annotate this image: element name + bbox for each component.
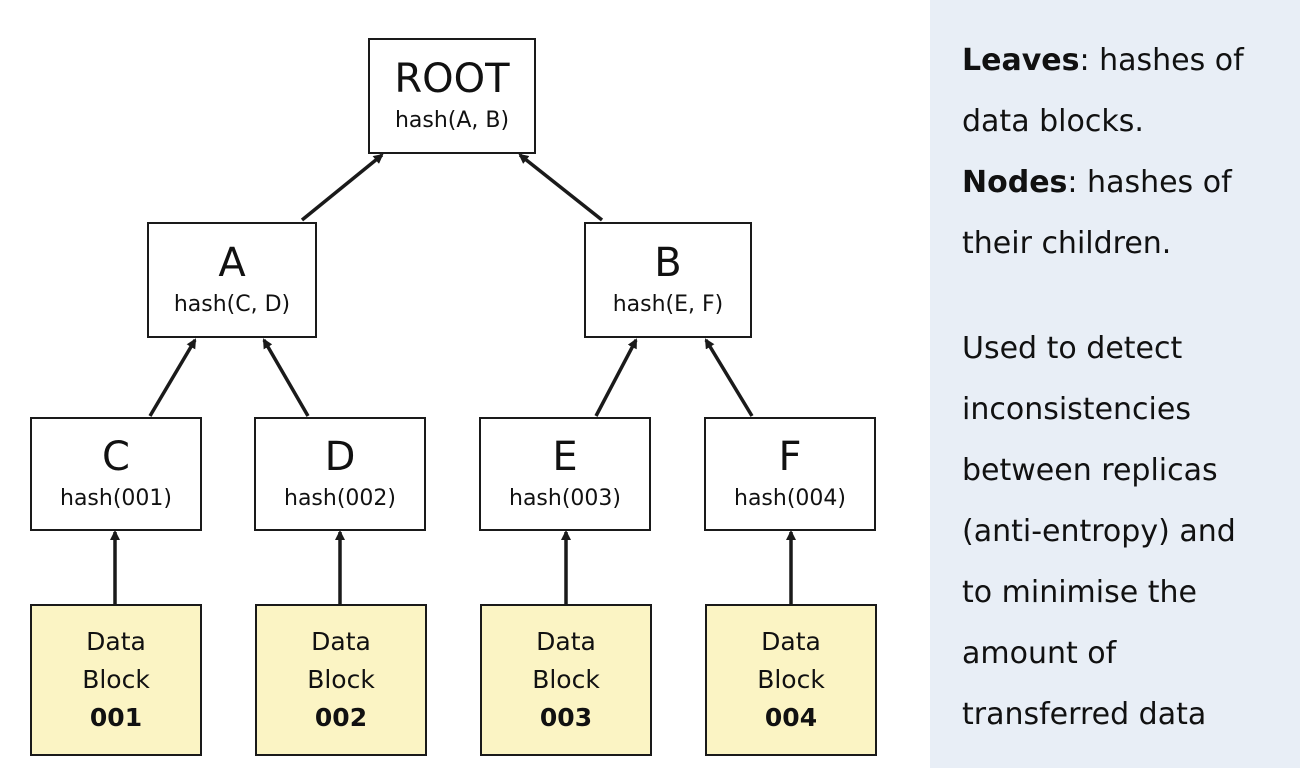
nodes-definition-cont: their children.	[962, 226, 1172, 261]
node-c: C hash(001)	[30, 417, 202, 531]
data-block-002: Data Block 002	[255, 604, 427, 756]
edge-a-root	[300, 153, 384, 222]
leaves-term: Leaves	[962, 43, 1080, 78]
node-b-title: B	[654, 240, 682, 286]
node-a-hash: hash(C, D)	[173, 292, 291, 317]
data-block-number: 002	[314, 703, 368, 732]
node-f-hash: hash(004)	[734, 486, 846, 511]
data-block-label: Block	[532, 665, 600, 694]
usage-line: between replicas	[962, 453, 1218, 488]
root-node-title: ROOT	[394, 56, 510, 102]
data-block-label: Data	[86, 627, 146, 656]
usage-line: to minimise the	[962, 575, 1197, 610]
node-f: F hash(004)	[704, 417, 876, 531]
node-d-title: D	[324, 434, 356, 480]
node-e: E hash(003)	[479, 417, 651, 531]
tree-edges	[110, 153, 796, 604]
data-block-label: Block	[307, 665, 375, 694]
data-block-label: Data	[311, 627, 371, 656]
usage-line: transferred data	[962, 697, 1207, 732]
data-block-label: Data	[536, 627, 596, 656]
data-block-number: 001	[89, 703, 143, 732]
node-f-title: F	[778, 434, 802, 480]
data-block-label: Data	[761, 627, 821, 656]
data-block-label: Block	[82, 665, 150, 694]
node-e-hash: hash(003)	[509, 486, 621, 511]
data-block-001: Data Block 001	[30, 604, 202, 756]
node-b: B hash(E, F)	[584, 222, 752, 338]
leaves-text: : hashes of	[1079, 43, 1244, 78]
edge-e-b	[594, 338, 638, 417]
usage-line: inconsistencies	[962, 392, 1191, 427]
node-b-hash: hash(E, F)	[612, 292, 724, 317]
node-a: A hash(C, D)	[147, 222, 317, 338]
node-d-hash: hash(002)	[284, 486, 396, 511]
explanation-panel: Leaves: hashes of data blocks. Nodes: ha…	[930, 0, 1300, 768]
edge-d-a	[262, 338, 310, 417]
data-block-004: Data Block 004	[705, 604, 877, 756]
nodes-term: Nodes	[962, 165, 1068, 200]
nodes-text: : hashes of	[1067, 165, 1232, 200]
nodes-definition: Nodes: hashes of	[962, 152, 1300, 213]
node-a-title: A	[218, 240, 246, 286]
usage-line: (anti-entropy) and	[962, 514, 1236, 549]
data-block-number: 003	[539, 703, 593, 732]
node-c-title: C	[102, 434, 130, 480]
usage-line: amount of	[962, 636, 1117, 671]
edge-c-a	[148, 338, 197, 417]
node-d: D hash(002)	[254, 417, 426, 531]
data-block-number: 004	[764, 703, 818, 732]
node-e-title: E	[552, 434, 578, 480]
data-block-003: Data Block 003	[480, 604, 652, 756]
root-node: ROOT hash(A, B)	[368, 38, 536, 154]
root-node-hash: hash(A, B)	[394, 108, 510, 133]
node-c-hash: hash(001)	[60, 486, 172, 511]
leaves-definition-cont: data blocks.	[962, 104, 1144, 139]
leaves-definition: Leaves: hashes of	[962, 30, 1300, 91]
usage-line: Used to detect	[962, 331, 1183, 366]
data-block-label: Block	[757, 665, 825, 694]
edge-f-b	[704, 338, 754, 417]
edge-b-root	[518, 153, 604, 222]
